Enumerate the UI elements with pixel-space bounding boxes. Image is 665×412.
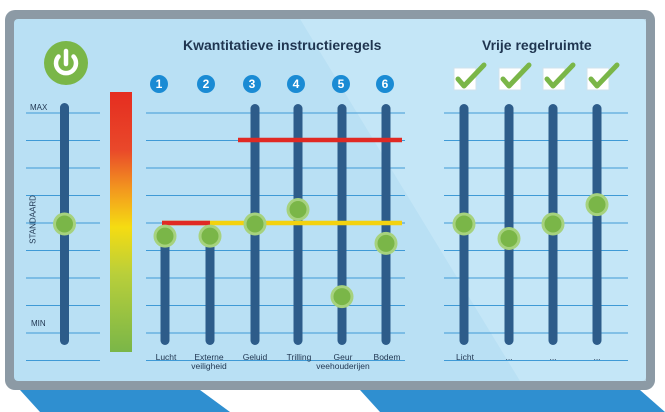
slider-label-trilling: Trilling: [286, 352, 312, 362]
free-slider-knob[interactable]: [497, 227, 521, 251]
slider-label-free-3: ...: [549, 352, 557, 362]
slider-label-lucht: Lucht: [155, 352, 177, 362]
free-slider-track: [504, 104, 514, 345]
check-icon[interactable]: [498, 62, 532, 92]
number-badge-3: 3: [243, 75, 261, 93]
max-label: MAX: [30, 103, 48, 112]
main-slider-knob[interactable]: [53, 212, 76, 236]
bottom-stripe: [360, 390, 665, 412]
slider-label-externe-veiligheid: Externe veiligheid: [191, 352, 227, 371]
quant-rules-title: Kwantitatieve instructieregels: [183, 37, 382, 53]
number-badge-2: 2: [197, 75, 215, 93]
free-slider-knob[interactable]: [452, 212, 476, 236]
heat-scale-bar: [110, 92, 132, 352]
slider-label-bodem: Bodem: [373, 352, 401, 362]
number-badge-4: 4: [287, 75, 305, 93]
quant-slider-knob[interactable]: [243, 212, 267, 236]
quant-slider-track: [160, 228, 170, 345]
slider-label-licht: Licht: [456, 352, 474, 362]
min-label: MIN: [31, 319, 46, 328]
number-badge-6: 6: [376, 75, 394, 93]
power-icon[interactable]: [43, 40, 89, 86]
slider-label-geluid: Geluid: [242, 352, 268, 362]
quant-slider-track: [205, 228, 215, 345]
quant-slider-knob[interactable]: [198, 224, 222, 248]
quant-slider-knob[interactable]: [374, 231, 398, 255]
standard-label: STANDAARD: [28, 195, 38, 244]
check-icon[interactable]: [453, 62, 487, 92]
check-icon[interactable]: [586, 62, 620, 92]
number-badge-1: 1: [150, 75, 168, 93]
slider-label-free-2: ...: [505, 352, 513, 362]
slider-label-free-4: ...: [593, 352, 601, 362]
free-slider-knob[interactable]: [585, 193, 609, 217]
number-badge-5: 5: [332, 75, 350, 93]
quant-slider-knob[interactable]: [153, 224, 177, 248]
slider-label-geur-veehouderijen: Geur veehouderijen: [316, 352, 370, 371]
check-icon[interactable]: [542, 62, 576, 92]
free-space-title: Vrije regelruimte: [482, 37, 592, 53]
free-slider-track: [592, 104, 602, 345]
quant-slider-knob[interactable]: [330, 285, 354, 309]
quant-slider-knob[interactable]: [286, 197, 310, 221]
bottom-stripe: [20, 390, 230, 412]
free-slider-knob[interactable]: [541, 212, 565, 236]
